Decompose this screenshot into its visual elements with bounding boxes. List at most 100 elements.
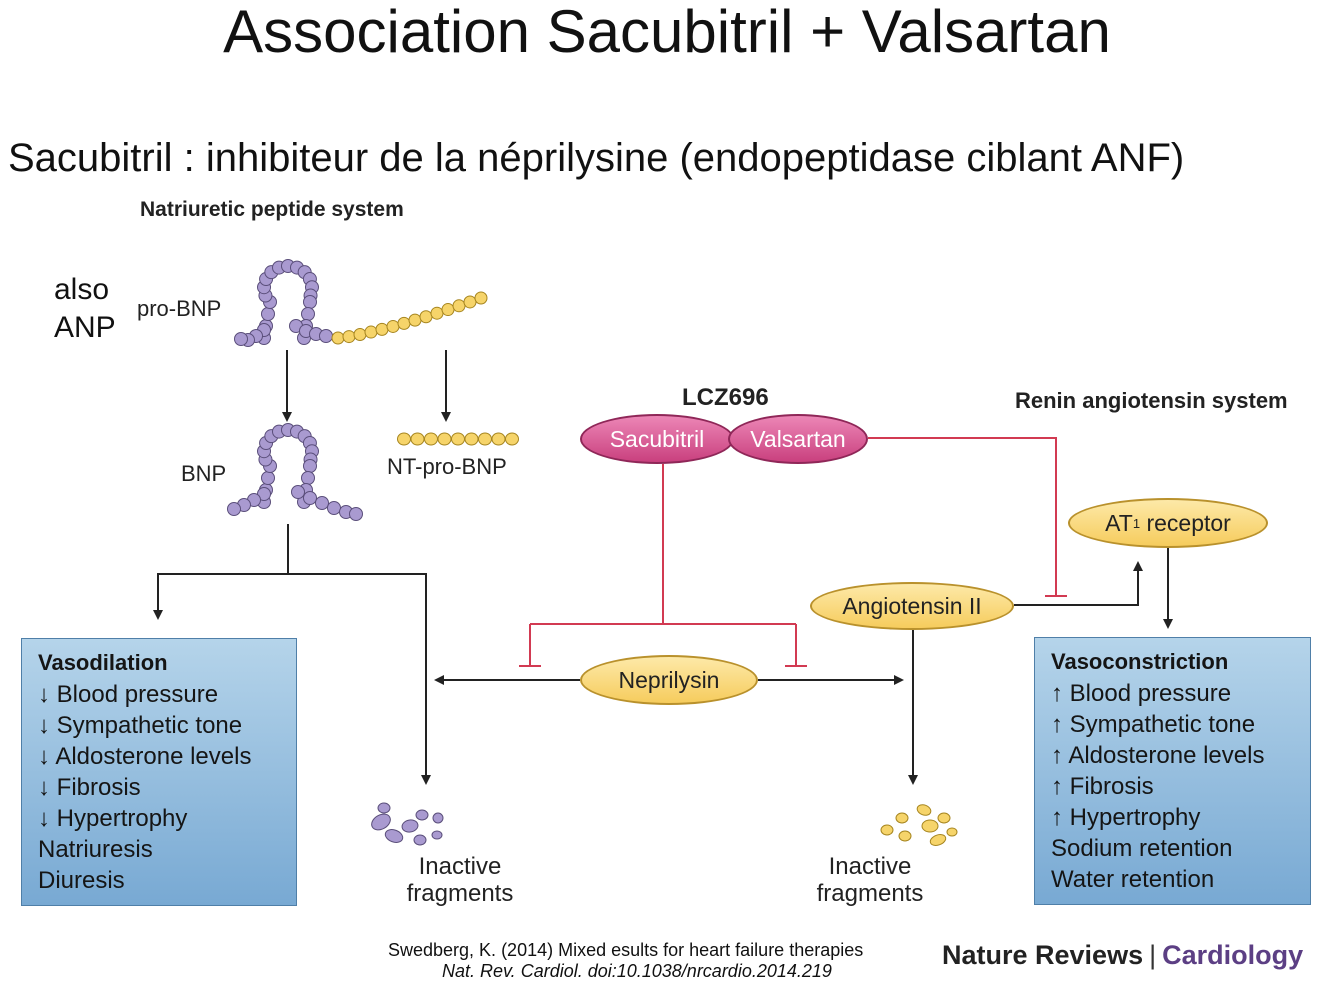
pro-bnp-yellow-bead: [353, 327, 367, 341]
pro-bnp-yellow-bead: [331, 331, 345, 345]
vasoconstriction-item: ↑ Sympathetic tone: [1051, 711, 1256, 738]
nt-pro-bnp-bead: [397, 432, 411, 446]
fragment-bead: [401, 819, 419, 833]
pro-bnp-label: pro-BNP: [137, 296, 222, 321]
bnp-label: BNP: [181, 461, 227, 486]
vasodilation-item: ↓ Hypertrophy: [38, 805, 188, 832]
fragment-bead: [384, 829, 404, 843]
vasoconstriction-item: ↑ Fibrosis: [1051, 773, 1154, 800]
vasodilation-item: Diuresis: [38, 867, 125, 894]
vasodilation-box: Vasodilation ↓ Blood pressure ↓ Sympathe…: [21, 638, 297, 906]
black-arrows: [153, 350, 1173, 785]
also-anp-label: also ANP: [54, 271, 134, 347]
inactive-fragments-right: Inactive fragments: [805, 853, 935, 907]
nt-pro-bnp-bead: [491, 432, 506, 446]
inactive-line-2: fragments: [816, 880, 924, 907]
nt-pro-bnp-bead: [505, 432, 519, 446]
citation-line-1: Swedberg, K. (2014) Mixed esults for hea…: [388, 940, 864, 960]
at1-subscript: 1: [1132, 515, 1141, 531]
fragment-bead: [377, 802, 391, 814]
pro-bnp-yellow-bead: [408, 313, 422, 327]
vasoconstriction-item: Sodium retention: [1051, 835, 1233, 862]
fragment-bead: [415, 809, 429, 821]
anp-text: ANP: [54, 311, 116, 344]
inhibition-lines: [519, 437, 1067, 667]
inactive-line-1: Inactive: [828, 853, 912, 880]
pro-bnp-bead: [303, 295, 317, 309]
bnp-bead: [261, 471, 275, 485]
at1-text: AT: [1105, 509, 1133, 536]
bnp-bead: [301, 471, 315, 485]
vasodilation-item: ↓ Fibrosis: [38, 774, 141, 801]
vasodilation-item: ↓ Blood pressure: [38, 681, 219, 708]
vasoconstriction-item: ↑ Hypertrophy: [1051, 804, 1201, 831]
vasoconstriction-item: ↑ Aldosterone levels: [1051, 742, 1265, 769]
pro-bnp-yellow-bead: [474, 291, 488, 305]
citation-line-2: Nat. Rev. Cardiol. doi:10.1038/nrcardio.…: [442, 961, 832, 981]
vasodilation-item: ↓ Aldosterone levels: [38, 743, 252, 770]
journal-brand: Nature Reviews|Cardiology: [942, 940, 1303, 971]
vasoconstriction-item: Water retention: [1051, 866, 1215, 893]
peptide-beads: [227, 259, 958, 846]
bnp-bead: [315, 496, 329, 510]
vasodilation-title: Vasodilation: [38, 650, 168, 675]
pro-bnp-bead: [234, 332, 248, 346]
bnp-bead: [327, 501, 341, 515]
pro-bnp-bead: [301, 307, 315, 321]
fragment-bead: [895, 812, 909, 824]
fragment-bead: [937, 812, 951, 824]
vasoconstriction-box: Vasoconstriction ↑ Blood pressure ↑ Symp…: [1034, 637, 1311, 905]
fragment-bead: [880, 824, 894, 836]
arrow-bnp-branch: [153, 524, 289, 620]
bnp-bead: [291, 485, 305, 499]
sacubitril-node: Sacubitril: [580, 414, 734, 464]
fragment-bead: [432, 812, 444, 824]
pro-bnp-yellow-bead: [397, 316, 411, 330]
neprilysin-node: Neprilysin: [580, 655, 758, 705]
lcz696-label: LCZ696: [682, 384, 769, 411]
pro-bnp-yellow-bead: [430, 306, 444, 320]
inhibit-valsartan-at1: [868, 437, 1057, 596]
bnp-bead: [303, 459, 317, 473]
pro-bnp-yellow-bead: [463, 295, 477, 309]
natriuretic-system-label: Natriuretic peptide system: [140, 198, 404, 221]
citation: Swedberg, K. (2014) Mixed esults for hea…: [388, 940, 863, 982]
vasodilation-item: ↓ Sympathetic tone: [38, 712, 243, 739]
page-title: Association Sacubitril + Valsartan: [223, 0, 1111, 65]
nt-pro-bnp-bead: [464, 432, 479, 446]
vasoconstriction-title: Vasoconstriction: [1051, 649, 1229, 674]
arrow-bnp-to-fragments: [288, 573, 431, 785]
fragment-bead: [413, 834, 427, 846]
nt-pro-bnp-bead: [424, 432, 438, 446]
page-subtitle: Sacubitril : inhibiteur de la néprilysin…: [8, 136, 1185, 180]
fragment-bead: [946, 827, 958, 837]
fragment-bead: [929, 834, 947, 846]
fragment-bead: [431, 830, 443, 840]
bnp-bead: [227, 502, 241, 516]
nt-pro-bnp-bead: [410, 432, 425, 446]
pro-bnp-yellow-bead: [386, 319, 400, 333]
pro-bnp-yellow-bead: [419, 310, 433, 324]
pro-bnp-yellow-bead: [452, 299, 466, 313]
bnp-bead: [303, 491, 317, 505]
fragment-bead: [921, 819, 939, 833]
fragment-bead: [371, 813, 391, 831]
also-text: also: [54, 273, 110, 306]
at1-receptor-text: receptor: [1140, 509, 1231, 536]
vasoconstriction-item: ↑ Blood pressure: [1051, 680, 1232, 707]
valsartan-node: Valsartan: [728, 414, 868, 464]
pro-bnp-yellow-bead: [342, 330, 356, 344]
vasodilation-item: Natriuresis: [38, 836, 153, 863]
angiotensin-ii-node: Angiotensin II: [810, 582, 1014, 630]
inactive-fragments-left: Inactive fragments: [395, 853, 525, 907]
pro-bnp-bead: [261, 307, 275, 321]
inactive-line-1: Inactive: [418, 853, 502, 880]
brand-separator: |: [1149, 940, 1157, 970]
pro-bnp-bead: [319, 329, 333, 343]
pro-bnp-yellow-bead: [375, 322, 389, 336]
inactive-line-2: fragments: [406, 880, 514, 907]
arrow-angiotensin-to-at1: [1014, 561, 1143, 606]
fragment-bead: [916, 804, 932, 816]
pro-bnp-yellow-bead: [441, 303, 455, 317]
